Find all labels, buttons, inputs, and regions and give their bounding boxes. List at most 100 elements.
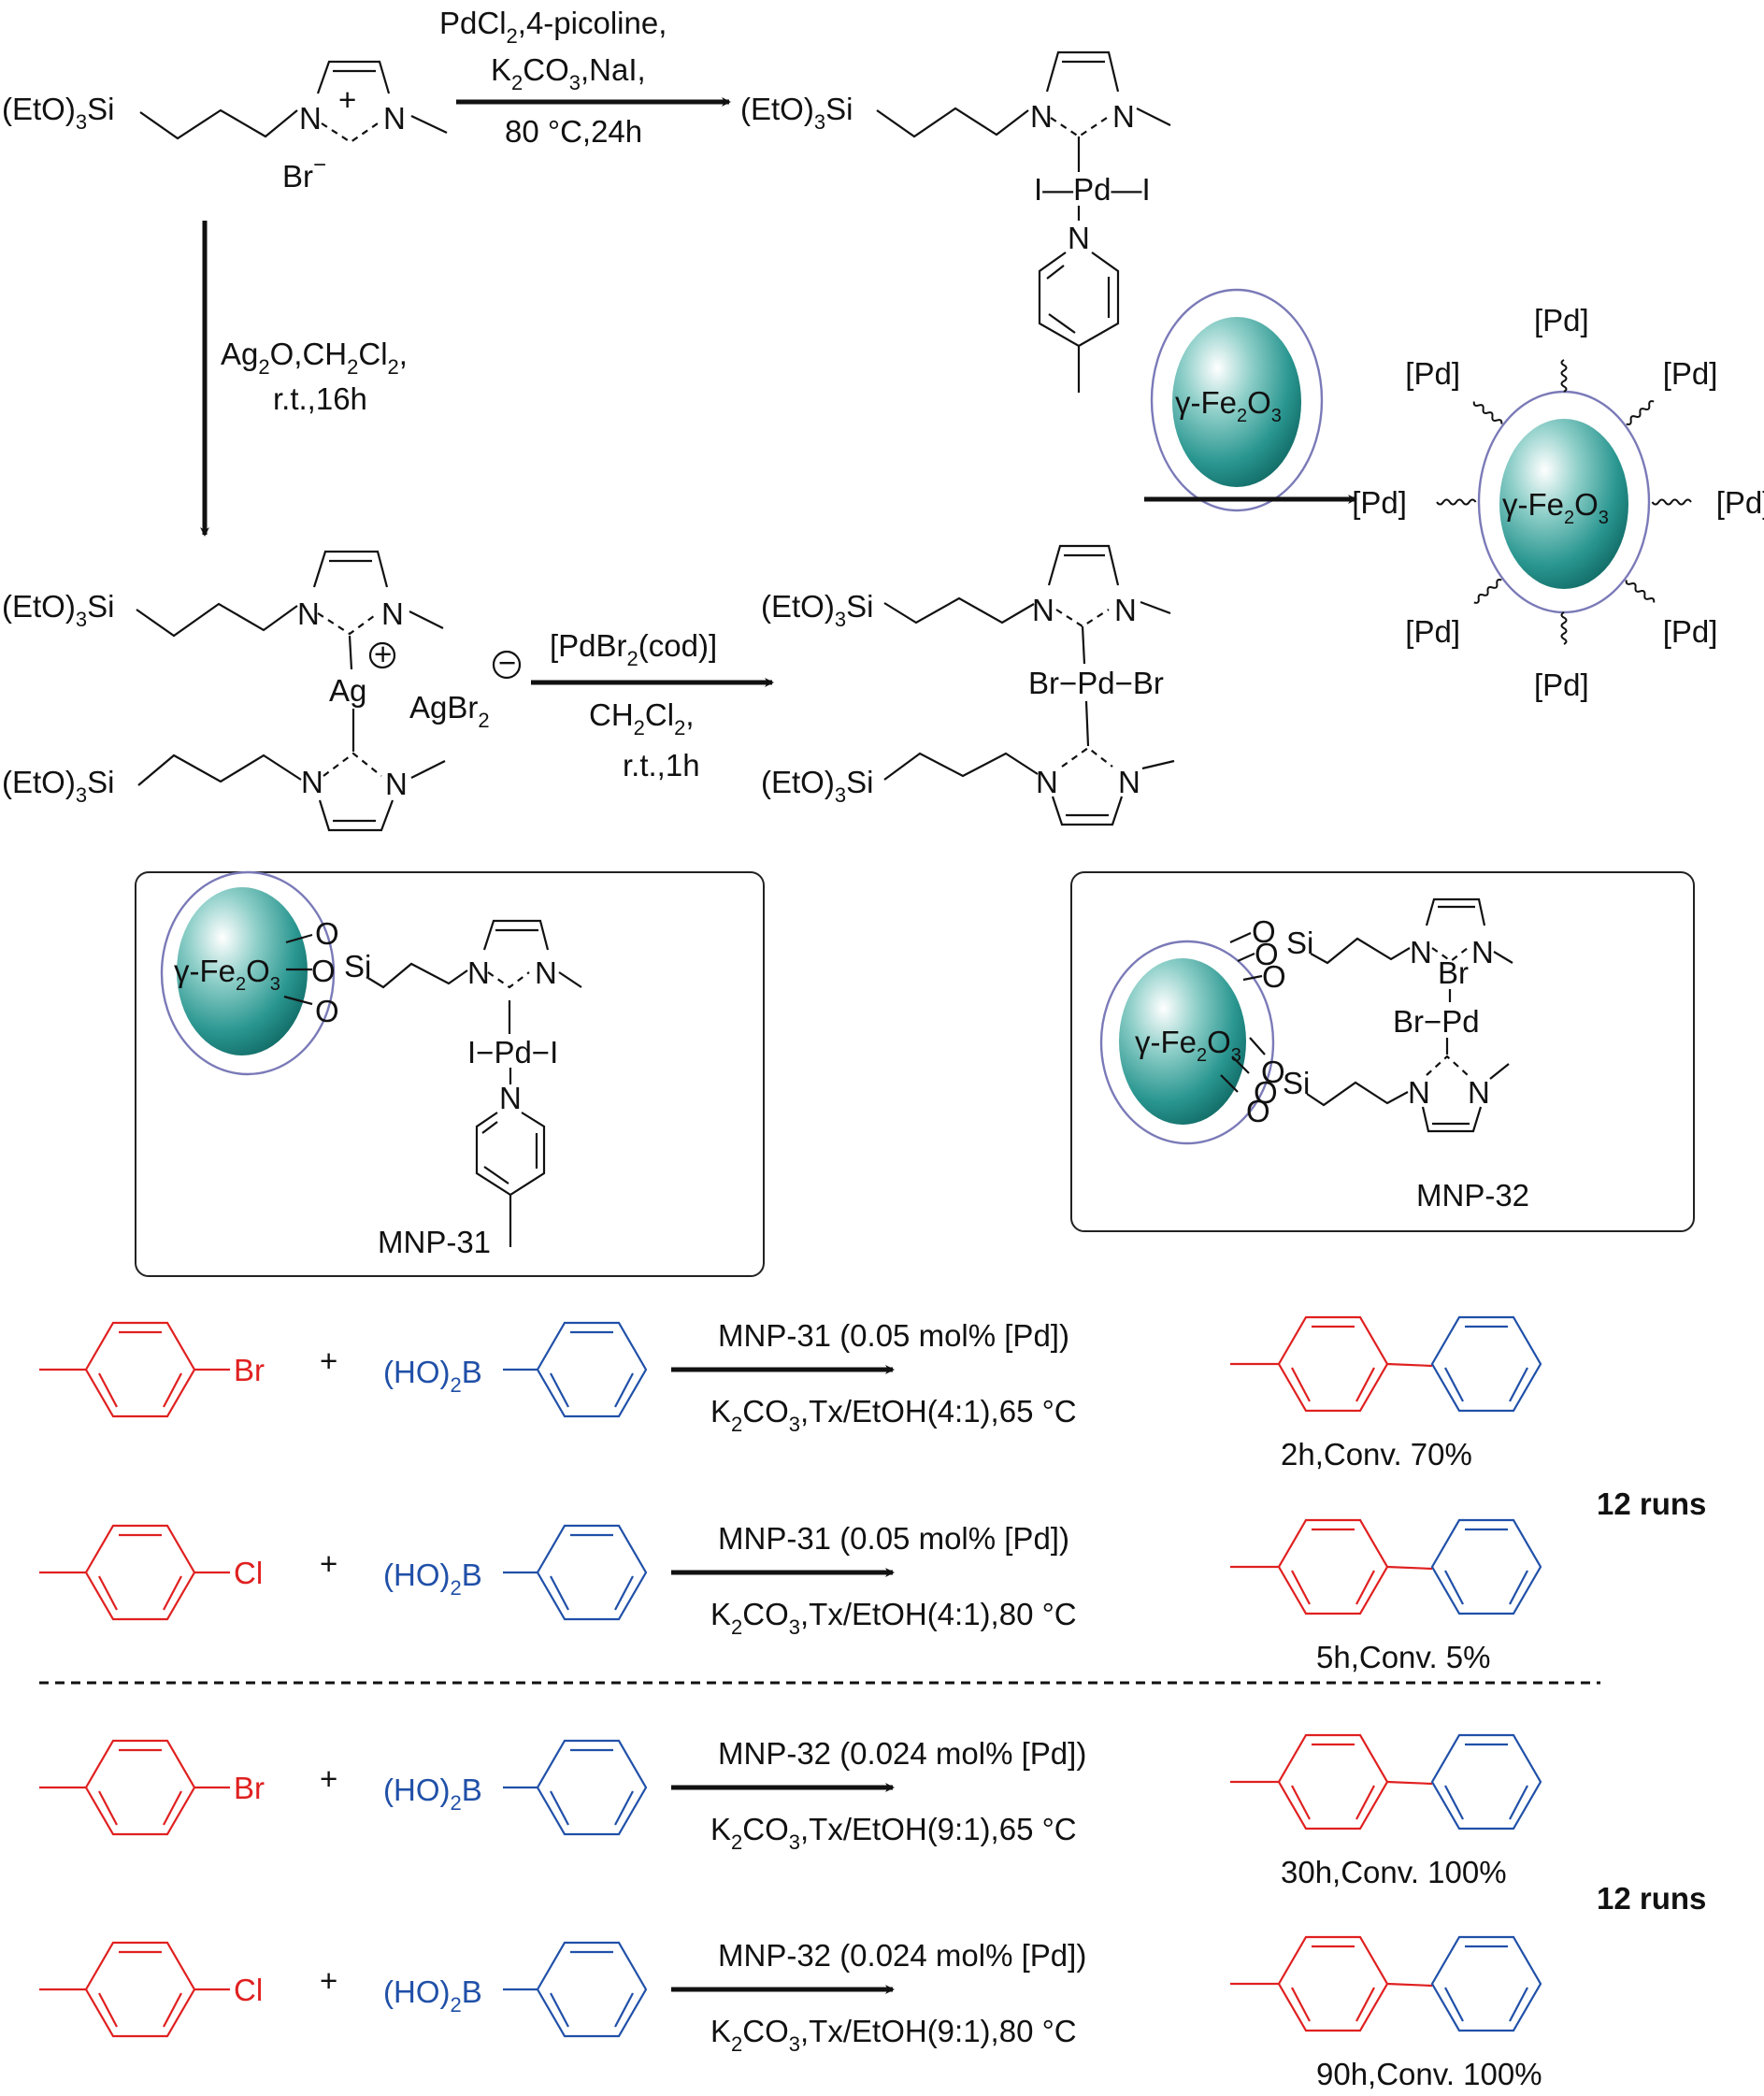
phenyl-ring xyxy=(1430,1315,1542,1413)
siloxane-o: O xyxy=(311,954,336,988)
aromatic-double-bond xyxy=(163,1992,182,2028)
o-bond xyxy=(1249,1037,1266,1055)
anion-sign: − xyxy=(498,645,516,680)
silyl-group: (EtO)3Si xyxy=(2,92,114,134)
pd-site-label: [Pd] xyxy=(1352,485,1407,520)
tolyl-ring xyxy=(1277,1935,1389,2032)
wavy-linker xyxy=(1472,401,1503,424)
pyridine-double-bond xyxy=(481,1121,498,1134)
imidazole-n1: N xyxy=(301,765,323,799)
pd-diiodide: I−Pd−I xyxy=(467,1035,558,1070)
imidazole-delocalized-bond xyxy=(1426,1055,1469,1076)
imidazole-n3: N xyxy=(1112,99,1135,134)
imidazole-backbone xyxy=(312,550,389,588)
plus-sign: + xyxy=(320,1546,337,1581)
boronic-acid-group: (HO)2B xyxy=(383,1558,482,1600)
argentate-anion: AgBr2 xyxy=(409,690,490,732)
step1-reagent-line1: PdCl2,4-picoline, xyxy=(439,6,667,48)
conversion-result: 5h,Conv. 5% xyxy=(1316,1640,1491,1674)
imidazole-backbone xyxy=(1047,544,1120,586)
catalyst-label: MNP-31 xyxy=(378,1225,491,1259)
n-methyl xyxy=(1140,600,1171,615)
siloxane-o: O xyxy=(315,916,339,951)
reaction-conditions: K2CO3,Tx/EtOH(9:1),80 °C xyxy=(710,2014,1077,2056)
bis-nhc-pd-complex: (EtO)3Si N N Br−Pd−Br N N (EtO)3Si xyxy=(761,544,1175,826)
phenyl-ring xyxy=(1430,1935,1542,2032)
aromatic-double-bond xyxy=(614,1372,634,1408)
propyl-chain xyxy=(883,596,1035,624)
aromatic-double-bond xyxy=(163,1372,182,1408)
imidazole-delocalized-bond xyxy=(1050,117,1108,138)
imidazole-n1: N xyxy=(1408,1075,1430,1110)
imidazole-n3: N xyxy=(1114,593,1137,627)
aromatic-double-bond xyxy=(98,1372,118,1408)
n-methyl xyxy=(1141,759,1175,770)
aromatic-double-bond xyxy=(98,1992,118,2028)
imidazole-n1: N xyxy=(1032,593,1054,627)
aromatic-double-bond xyxy=(1509,1987,1528,2022)
tolyl-ring xyxy=(1277,1733,1389,1830)
imidazole-n3: N xyxy=(385,767,408,801)
pyridine-double-bond xyxy=(483,1166,509,1184)
aromatic-double-bond xyxy=(550,1992,569,2028)
wavy-linker xyxy=(1651,498,1692,506)
aromatic-double-bond xyxy=(1444,1367,1464,1402)
halide-atom: Br xyxy=(234,1353,265,1387)
aromatic-double-bond xyxy=(1355,1987,1375,2022)
wavy-linker xyxy=(1626,400,1655,426)
wavy-linker xyxy=(1560,611,1568,645)
imidazole-n3: N xyxy=(1118,765,1140,799)
core-label: γ-Fe2O3 xyxy=(1135,1025,1241,1066)
nanoparticle-core xyxy=(177,887,308,1055)
aromatic-double-bond xyxy=(550,1575,569,1611)
propyl-chain xyxy=(1306,1081,1409,1107)
imidazole-n1: N xyxy=(1030,99,1053,134)
step2-reagent-line1: Ag2O,CH2Cl2, xyxy=(221,337,408,379)
aromatic-double-bond xyxy=(163,1790,182,1826)
halide-atom: Cl xyxy=(234,1973,263,2007)
silicon-atom: Si xyxy=(1283,1066,1310,1100)
pd-dibromide: Br−Pd−Br xyxy=(1028,666,1164,700)
pyridine-ring xyxy=(475,1112,546,1197)
nanoparticle-core xyxy=(1172,317,1301,487)
propyl-chain xyxy=(137,754,302,786)
siloxane-o: O xyxy=(1252,914,1276,949)
imidazole-backbone xyxy=(1425,897,1486,926)
nanoparticle-shell xyxy=(1099,940,1275,1145)
cation-charge: + xyxy=(338,82,356,117)
boronic-acid-group: (HO)2B xyxy=(383,1974,482,2017)
pd-site-label: [Pd] xyxy=(1534,303,1589,337)
silyl-group: (EtO)3Si xyxy=(761,589,873,631)
plus-sign: + xyxy=(320,1761,337,1796)
imidazole-n3: N xyxy=(383,101,406,136)
aromatic-double-bond xyxy=(1509,1785,1528,1820)
aromatic-double-bond xyxy=(1355,1570,1375,1605)
tolyl-ring xyxy=(1277,1315,1389,1413)
halide-atom: Br xyxy=(234,1771,265,1805)
nanoparticle-shell xyxy=(160,870,336,1076)
catalyst-loading: MNP-31 (0.05 mol% [Pd]) xyxy=(718,1521,1069,1556)
pd-site-label: [Pd] xyxy=(1534,668,1589,702)
core-label: γ-Fe2O3 xyxy=(1502,487,1609,528)
catalyst-loading: MNP-32 (0.024 mol% [Pd]) xyxy=(718,1938,1086,1973)
imidazole-delocalized-bond xyxy=(323,752,382,777)
aromatic-double-bond xyxy=(98,1790,118,1826)
step3-reagent-line1: [PdBr2(cod)] xyxy=(550,628,717,670)
step1-reagent-line3: 80 °C,24h xyxy=(505,114,642,149)
catalyst-mnp-31: γ-Fe2O3 O O O Si N N I−Pd−I N MNP-31 xyxy=(135,870,765,1277)
carbene-ag-bond xyxy=(348,635,353,670)
pd-diiodide: I—Pd—I xyxy=(1034,172,1151,207)
siloxane-o: O xyxy=(1246,1094,1270,1128)
reaction-conditions: K2CO3,Tx/EtOH(4:1),80 °C xyxy=(710,1597,1077,1639)
silver-atom: Ag xyxy=(329,673,366,708)
phenyl-ring xyxy=(536,1739,648,1836)
n-methyl xyxy=(1493,951,1513,964)
siloxane-o: O xyxy=(1255,937,1279,971)
propyl-chain xyxy=(366,962,468,989)
bridging-bromide: Br xyxy=(1438,955,1469,990)
phenyl-ring xyxy=(536,1524,648,1621)
aromatic-double-bond xyxy=(1509,1570,1528,1605)
imidazole-delocalized-bond xyxy=(1055,609,1110,628)
